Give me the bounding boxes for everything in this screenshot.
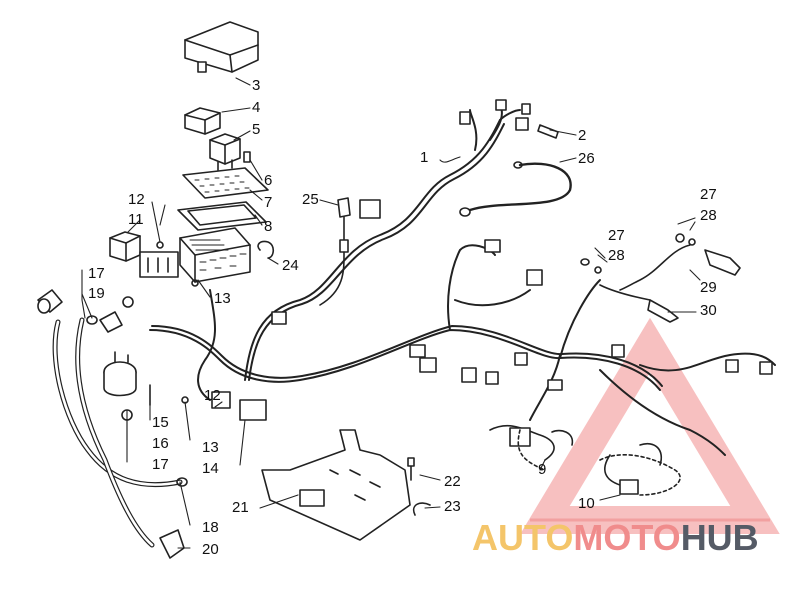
- callout-6: 6: [264, 172, 273, 189]
- callout-12-upper: 12: [128, 191, 145, 208]
- callout-17-lower: 17: [152, 456, 169, 473]
- callout-11: 11: [128, 211, 144, 228]
- callout-7: 7: [264, 194, 273, 211]
- callout-27-right: 27: [700, 186, 717, 203]
- wire-terminal: [537, 124, 559, 139]
- callout-15: 15: [152, 414, 169, 431]
- clip: [257, 240, 275, 259]
- relay-small: [184, 107, 221, 135]
- callout-14: 14: [202, 460, 219, 477]
- callout-19: 19: [88, 285, 105, 302]
- cable-boot: [159, 529, 185, 559]
- ground-cable: [468, 162, 572, 212]
- battery-cable-positive-inner: [76, 318, 154, 547]
- callout-28-left: 28: [608, 247, 625, 264]
- fuse: [243, 151, 251, 163]
- mounting-plate: [261, 429, 411, 541]
- screw: [407, 457, 415, 481]
- battery-cable-negative-inner: [53, 320, 182, 486]
- clamp: [412, 502, 431, 516]
- watermark-logo: AUTOMOTOHUB: [472, 517, 759, 559]
- callout-22: 22: [444, 473, 461, 490]
- ground-ring: [459, 207, 471, 217]
- fuse-block: [179, 227, 251, 283]
- watermark-moto: MOTO: [573, 517, 681, 558]
- fuse-panel: [182, 167, 269, 199]
- callout-28-right: 28: [700, 207, 717, 224]
- terminal-boots: [37, 289, 134, 333]
- terminal-block: [139, 251, 179, 278]
- callout-24: 24: [282, 257, 299, 274]
- callout-20: 20: [202, 541, 219, 558]
- callout-26: 26: [578, 150, 595, 167]
- callout-25: 25: [302, 191, 319, 208]
- callout-12-lower: 12: [204, 387, 221, 404]
- sub-harness-10: [599, 443, 681, 496]
- callout-9: 9: [538, 461, 547, 478]
- callout-4: 4: [252, 99, 261, 116]
- watermark-triangle: [520, 317, 780, 534]
- gasket: [177, 201, 267, 231]
- callout-13-upper: 13: [214, 290, 231, 307]
- watermark-hub: HUB: [680, 517, 759, 558]
- callout-17-upper: 17: [88, 265, 105, 282]
- ring-terminal: [176, 477, 188, 487]
- callout-23: 23: [444, 498, 461, 515]
- callout-1: 1: [420, 149, 429, 166]
- callout-13-lower: 13: [202, 439, 219, 456]
- callout-2: 2: [578, 127, 587, 144]
- callout-16: 16: [152, 435, 169, 452]
- leader-lines: [81, 77, 701, 549]
- callout-5: 5: [252, 121, 261, 138]
- callout-21: 21: [232, 499, 249, 516]
- module: [109, 231, 141, 262]
- starter-solenoid: [103, 351, 137, 397]
- callout-3: 3: [252, 77, 261, 94]
- callout-27-left: 27: [608, 227, 625, 244]
- harness-connectors: [211, 99, 773, 421]
- relay: [209, 133, 241, 171]
- callout-29: 29: [700, 279, 717, 296]
- callout-8: 8: [264, 218, 273, 235]
- sensor: [319, 197, 351, 306]
- sub-harness-9: [489, 425, 574, 471]
- speed-sensor: [580, 233, 741, 323]
- callout-30: 30: [700, 302, 717, 319]
- fuse-box-cover: [184, 21, 259, 73]
- callout-18: 18: [202, 519, 219, 536]
- callout-10: 10: [578, 495, 595, 512]
- watermark-auto: AUTO: [472, 517, 574, 558]
